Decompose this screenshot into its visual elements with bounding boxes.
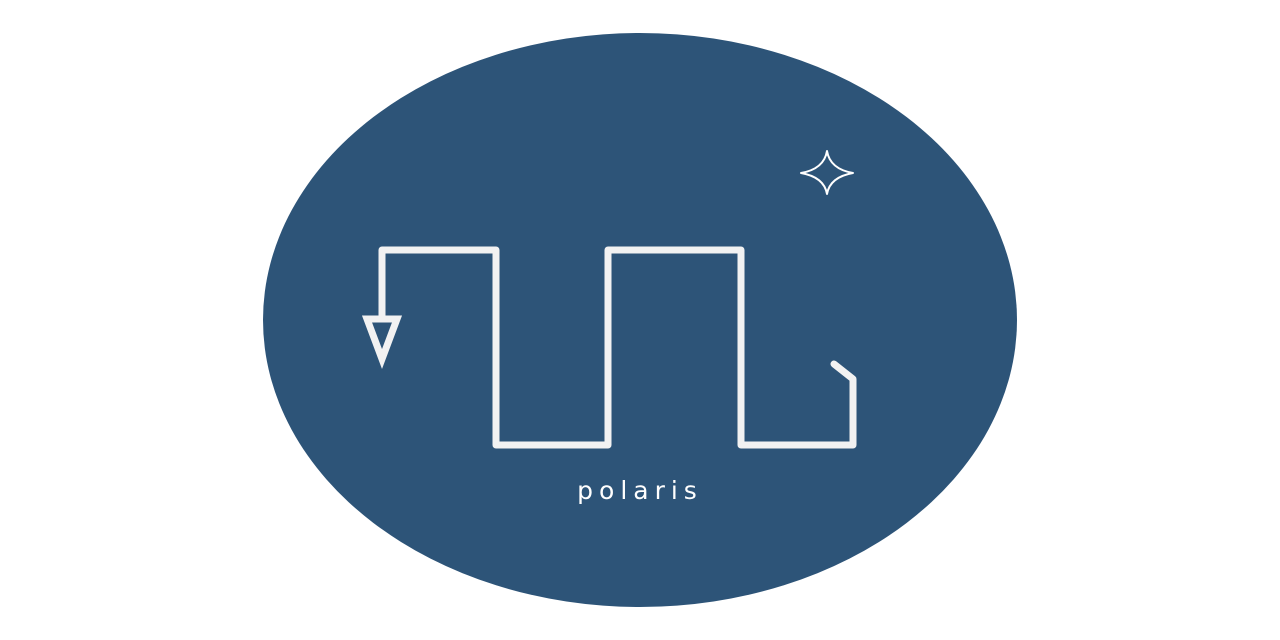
arrowhead-icon	[361, 315, 403, 369]
square-wave-arrow-icon	[361, 246, 857, 449]
four-point-star-icon	[800, 150, 854, 195]
oval-badge	[263, 33, 1017, 607]
wordmark-text: polaris	[577, 476, 703, 505]
square-wave-line	[378, 246, 857, 449]
